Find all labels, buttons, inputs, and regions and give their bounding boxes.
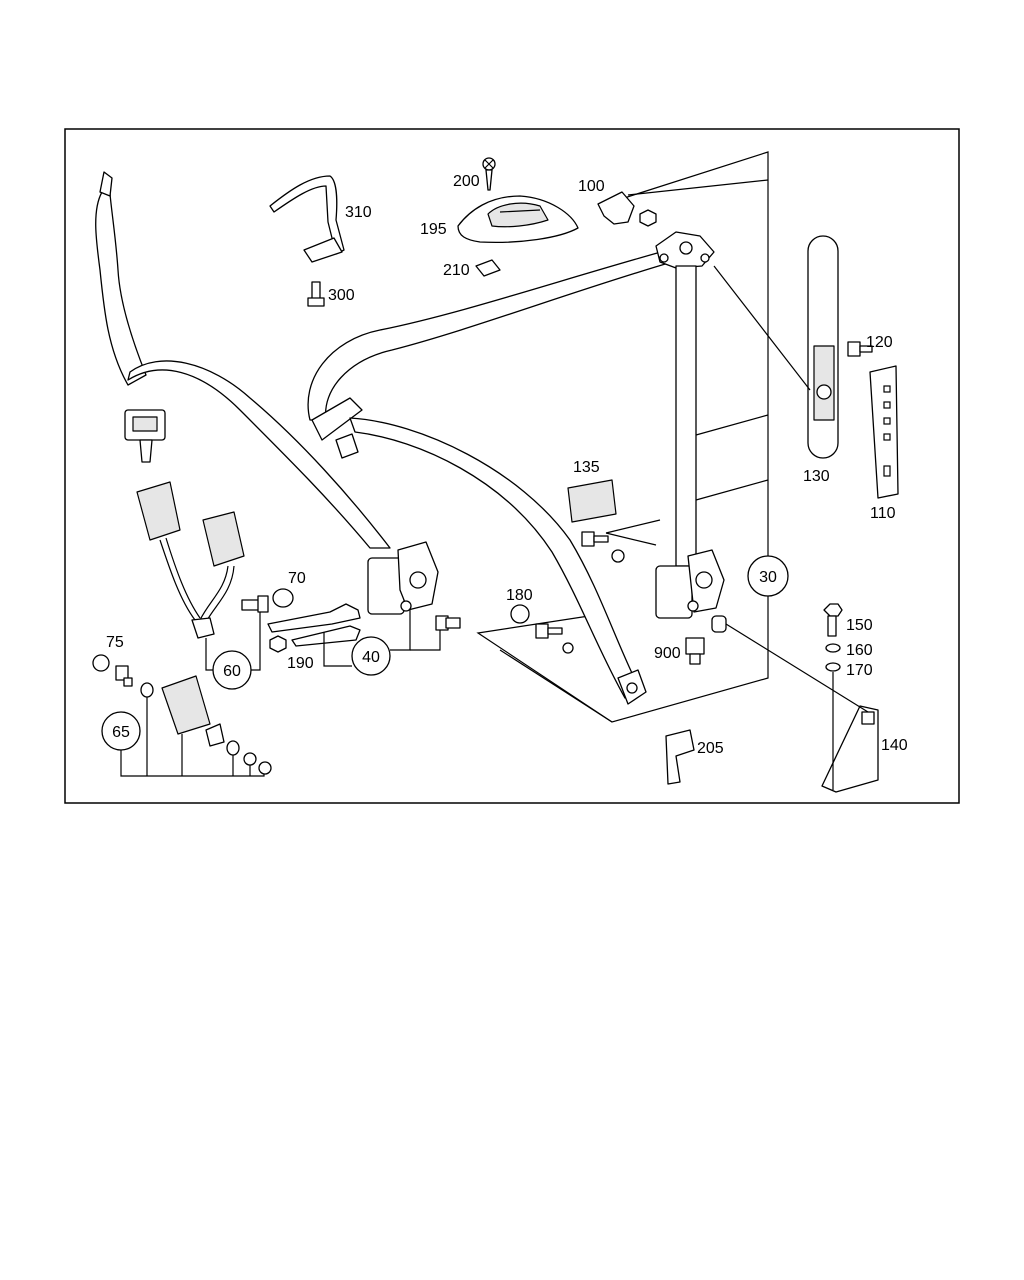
callout-l170: 170 — [846, 662, 873, 679]
callout-l190: 190 — [287, 655, 314, 672]
group-circle-g65 — [101, 711, 141, 751]
callout-l205: 205 — [697, 740, 724, 757]
fasteners-60 — [241, 588, 461, 653]
body-panel — [476, 151, 769, 723]
callout-l135: 135 — [573, 459, 600, 476]
buckle-left — [136, 481, 181, 541]
retractor-40 — [367, 541, 439, 615]
part-120 — [847, 341, 873, 357]
rear-belt-assembly — [95, 171, 391, 639]
fasteners-65 — [92, 654, 272, 775]
part-110 — [869, 365, 899, 499]
callout-l310: 310 — [345, 204, 372, 221]
callout-l120: 120 — [866, 334, 893, 351]
group-circle-g30 — [747, 555, 789, 597]
callout-l900: 900 — [654, 645, 681, 662]
part-205 — [665, 729, 695, 785]
callout-l110: 110 — [870, 505, 896, 522]
part-100 — [597, 191, 657, 227]
part-140 — [821, 705, 879, 793]
part-callouts: 310 300 200 195 210 100 120 130 110 135 70 180 190 75… — [106, 173, 908, 757]
callout-l70: 70 — [288, 570, 306, 587]
callout-l300: 300 — [328, 287, 355, 304]
shoulder-belt — [307, 249, 673, 705]
callout-l210: 210 — [443, 262, 470, 279]
fasteners-center — [510, 531, 727, 654]
diagram-frame — [64, 128, 960, 804]
group-circle-g40 — [351, 636, 391, 676]
leader-lines — [120, 610, 441, 777]
callout-l100: 100 — [578, 178, 605, 195]
callout-l130: 130 — [803, 468, 830, 485]
callout-l160: 160 — [846, 642, 873, 659]
fasteners-150-170 — [823, 603, 843, 672]
group-label-g40: 40 — [362, 649, 380, 666]
part-130 — [807, 235, 839, 459]
buckle-right — [202, 511, 245, 567]
callout-l140: 140 — [881, 737, 908, 754]
part-135 — [567, 479, 617, 523]
callout-l75: 75 — [106, 634, 124, 651]
group-circle-g60 — [212, 650, 252, 690]
part-310 — [269, 175, 345, 307]
retractor-30 — [655, 231, 725, 665]
part-195 — [457, 157, 579, 277]
callout-l195: 195 — [420, 221, 447, 238]
group-label-g65: 65 — [112, 724, 130, 741]
group-label-g30: 30 — [759, 569, 777, 586]
callout-l150: 150 — [846, 617, 873, 634]
callout-l180: 180 — [506, 587, 533, 604]
group-label-g60: 60 — [223, 663, 241, 680]
callout-l200: 200 — [453, 173, 480, 190]
group-callouts: 30 60 40 65 — [101, 555, 789, 751]
